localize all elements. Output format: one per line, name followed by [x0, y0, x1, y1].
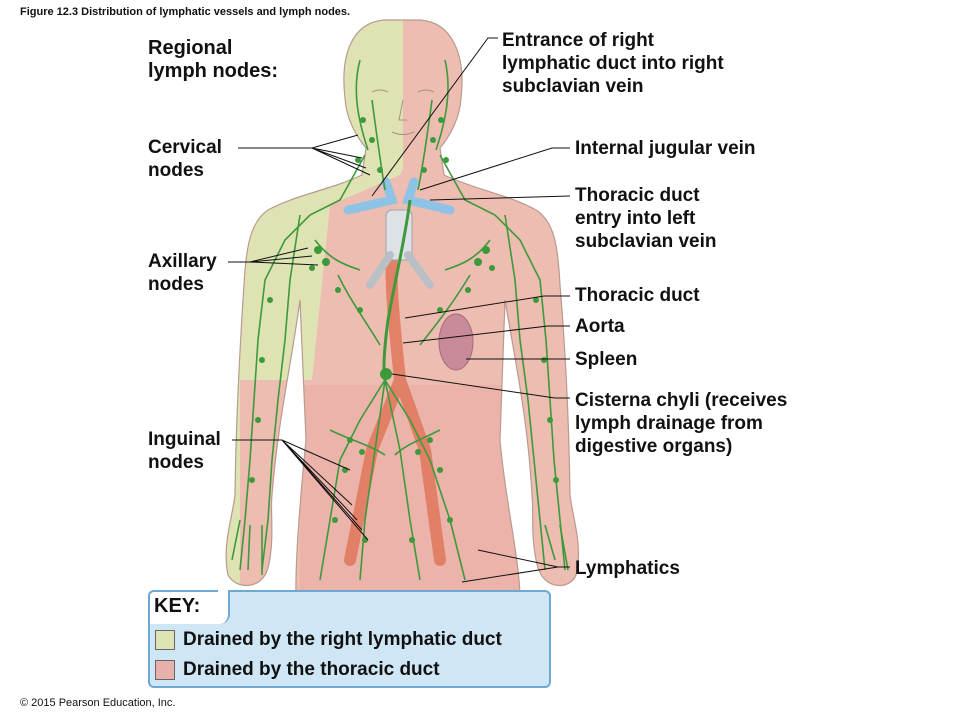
face	[371, 89, 435, 135]
leader-thoracic-duct	[404, 295, 570, 319]
leader-axillary	[228, 247, 319, 266]
key-item-label: Drained by the right lymphatic duct	[183, 629, 502, 650]
label-aorta: Aorta	[575, 316, 625, 337]
label-thoracic-entry: Thoracic duct entry into left subclavian…	[575, 185, 717, 252]
swatch-right-duct	[155, 630, 175, 650]
label-internal-jugular: Internal jugular vein	[575, 138, 756, 159]
leader-lines	[228, 37, 571, 583]
leader-thoracic-entry	[429, 195, 571, 201]
label-inguinal-nodes: Inguinal nodes	[148, 429, 221, 473]
key-tab	[148, 590, 220, 624]
veins	[343, 177, 455, 215]
label-cervical-nodes: Cervical nodes	[148, 137, 222, 181]
leader-cisterna	[391, 373, 570, 399]
label-spleen: Spleen	[575, 349, 638, 370]
label-axillary-nodes: Axillary nodes	[148, 251, 217, 295]
key-item-thoracic-duct: Drained by the thoracic duct	[155, 657, 440, 683]
key-panel	[148, 590, 551, 688]
swatch-thoracic-duct	[155, 660, 175, 680]
label-thoracic-duct: Thoracic duct	[575, 285, 700, 306]
leader-aorta	[402, 325, 570, 344]
label-entrance-right-duct: Entrance of right lymphatic duct into ri…	[502, 30, 724, 97]
leader-jugular	[419, 147, 570, 191]
cisterna-chyli	[380, 368, 392, 380]
leader-cervical	[238, 134, 371, 176]
figure-title: Figure 12.3 Distribution of lymphatic ve…	[20, 6, 351, 18]
spleen-organ	[438, 313, 474, 371]
lymphatic-network	[231, 59, 569, 581]
key-title: KEY:	[154, 595, 201, 617]
key-item-label: Drained by the thoracic duct	[183, 659, 440, 680]
leader-inguinal	[232, 439, 369, 541]
label-lymphatics: Lymphatics	[575, 558, 680, 579]
key-item-right-duct: Drained by the right lymphatic duct	[155, 627, 502, 653]
thoracic-duct-vessel	[382, 199, 412, 381]
copyright: © 2015 Pearson Education, Inc.	[20, 697, 176, 709]
leader-entrance-right	[371, 37, 498, 197]
lymph-node-dots	[249, 117, 559, 543]
label-cisterna-chyli: Cisterna chyli (receives lymph drainage …	[575, 390, 788, 457]
leader-lymphatics	[461, 549, 570, 583]
regional-nodes-heading: Regional lymph nodes:	[148, 37, 279, 82]
